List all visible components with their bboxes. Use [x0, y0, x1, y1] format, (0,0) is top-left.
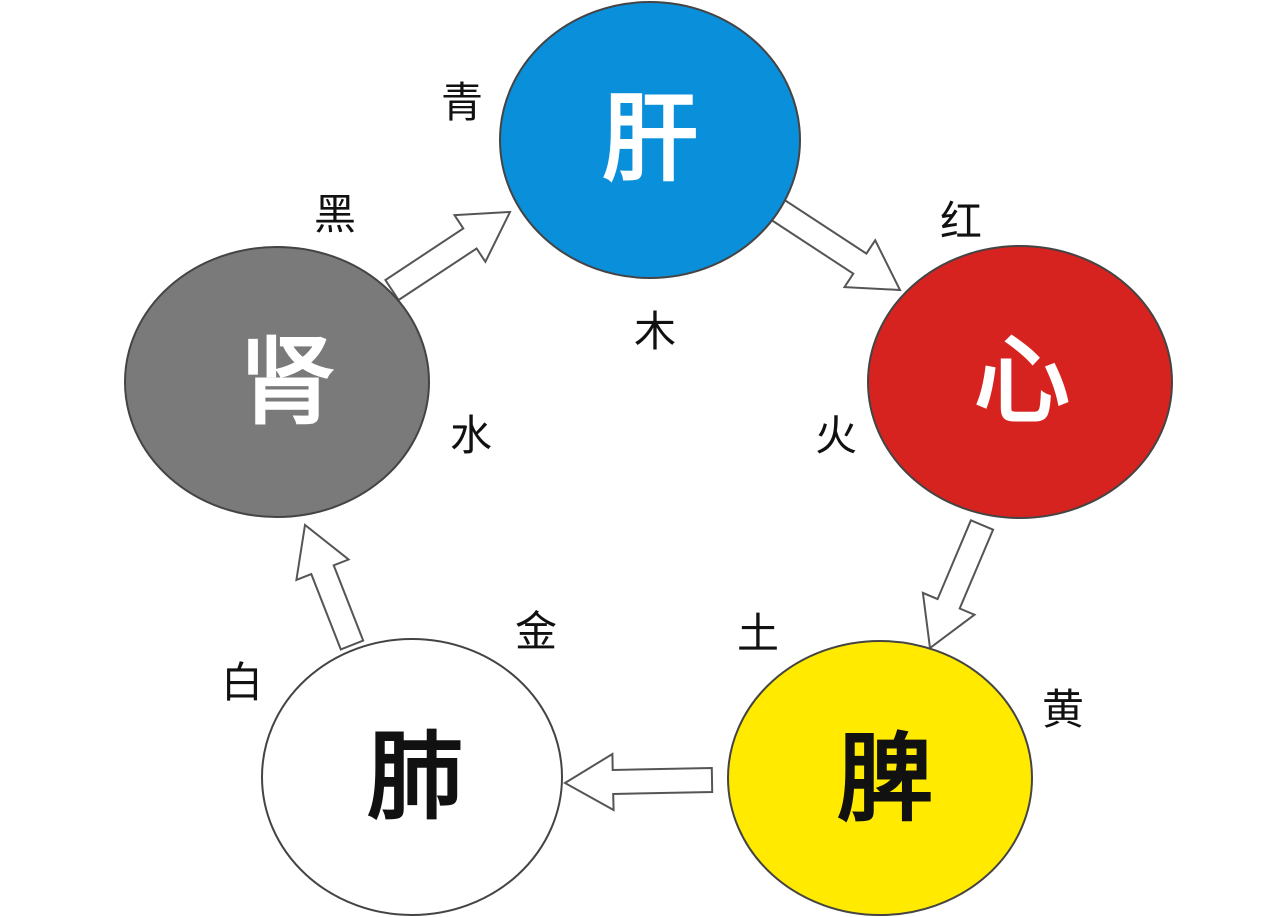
heart-element-label: 火 — [815, 411, 857, 460]
node-liver: 肝 — [499, 1, 801, 279]
node-kidney: 肾 — [124, 246, 430, 518]
kidney-circle — [124, 246, 430, 518]
kidney-label: 肾 — [239, 325, 335, 438]
spleen-label: 脾 — [837, 722, 933, 835]
heart-circle — [867, 245, 1173, 519]
kidney-element-label: 水 — [450, 411, 492, 460]
arrow-lung-to-kidney — [295, 523, 365, 651]
spleen-element-label: 土 — [737, 609, 779, 658]
arrow-liver-to-heart — [770, 198, 902, 292]
generation-cycle-arrows — [295, 198, 995, 812]
lung-color-label: 白 — [221, 658, 263, 707]
node-heart: 心 — [867, 245, 1173, 519]
node-spleen: 脾 — [727, 640, 1033, 916]
lung-element-label: 金 — [515, 607, 557, 656]
lung-label: 肺 — [367, 720, 463, 833]
node-lung: 肺 — [261, 638, 563, 916]
liver-color-label: 青 — [441, 78, 483, 127]
kidney-color-label: 黑 — [314, 190, 356, 239]
spleen-circle — [727, 640, 1033, 916]
heart-color-label: 红 — [940, 197, 982, 246]
arrow-heart-to-spleen — [921, 518, 995, 650]
heart-label: 心 — [974, 324, 1070, 437]
liver-element-label: 木 — [634, 307, 676, 356]
arrow-spleen-to-lung — [563, 752, 714, 812]
spleen-color-label: 黄 — [1042, 685, 1084, 734]
liver-label: 肝 — [602, 82, 698, 195]
arrow-kidney-to-liver — [384, 210, 512, 302]
lung-circle — [261, 638, 563, 916]
liver-circle — [499, 1, 801, 279]
